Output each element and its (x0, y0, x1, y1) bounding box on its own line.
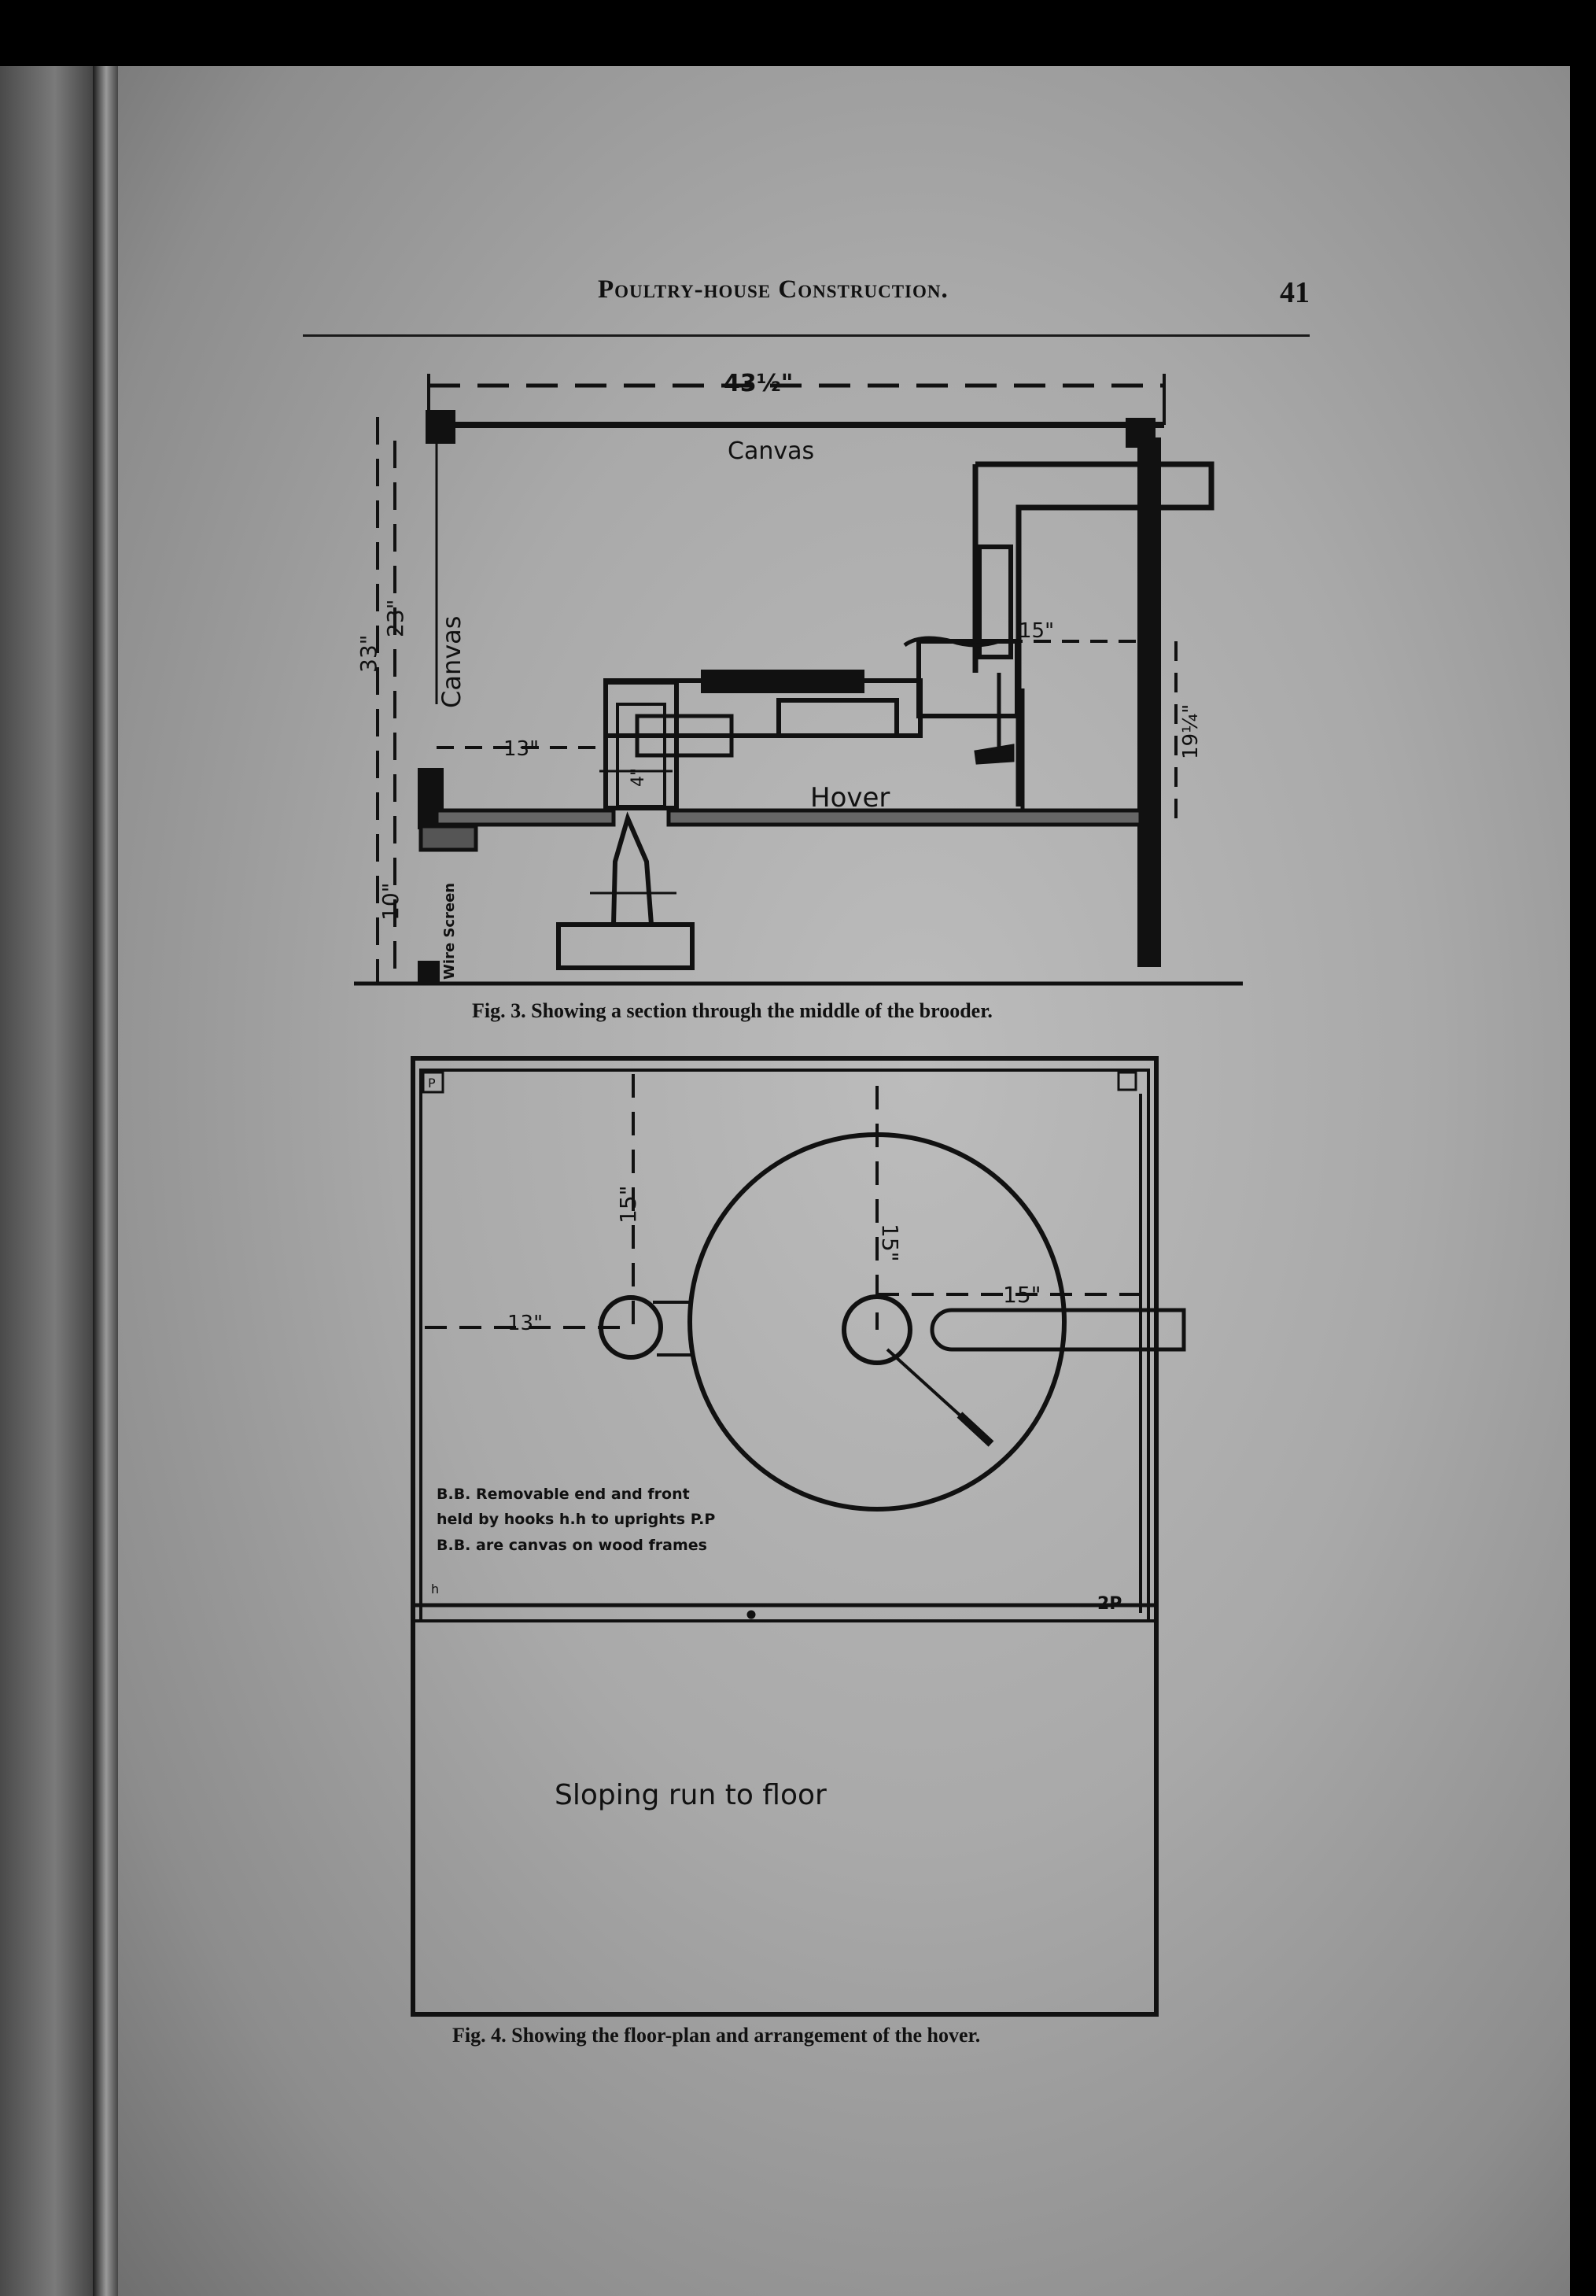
book-gutter (93, 66, 120, 2296)
canvas-side-label: Canvas (437, 616, 466, 708)
corner-label-h: h (431, 1582, 439, 1596)
dim-left-vertical: 15" (615, 1185, 641, 1224)
note-line-1: B.B. Removable end and front (437, 1486, 690, 1503)
dim-height-total: 33" (356, 634, 381, 673)
book-page (118, 66, 1570, 2296)
dim-height-inner: 23" (382, 599, 408, 637)
sloping-run-label: Sloping run to floor (555, 1779, 827, 1811)
page-header: Poultry-house Construction. 41 (303, 275, 1310, 337)
dim-left: 13" (507, 1312, 543, 1335)
figure-4-floor-plan: 15" 15" 15" 13" B.B. Removable end and f… (411, 1056, 1186, 2017)
running-title: Poultry-house Construction. (598, 275, 949, 304)
dim-right: 15" (1003, 1282, 1041, 1308)
note-line-3: B.B. are canvas on wood frames (437, 1537, 707, 1554)
corner-label-pp: 2P (1097, 1594, 1122, 1614)
note-line-2: held by hooks h.h to uprights P.P (437, 1511, 715, 1528)
figure-3-section-diagram: 43½" Canvas Canvas 33" 23" 10" Wire Scre… (354, 370, 1243, 986)
facing-page-edge (0, 66, 110, 2296)
dim-width-label: 43½" (724, 370, 793, 397)
dim-center-vertical: 15" (877, 1224, 903, 1262)
dim-pipe: 4" (628, 768, 648, 787)
dim-height-lower: 10" (378, 882, 404, 921)
wire-screen-label: Wire Screen (441, 883, 458, 980)
dim-offset-left: 13" (503, 737, 539, 761)
figure-3-caption: Fig. 3. Showing a section through the mi… (472, 999, 993, 1022)
dim-height-right: 19¼" (1179, 704, 1203, 759)
hover-label: Hover (810, 782, 890, 814)
corner-label-p: P (428, 1076, 436, 1091)
canvas-top-label: Canvas (728, 437, 814, 465)
figure-4-caption: Fig. 4. Showing the floor-plan and arran… (452, 2024, 981, 2047)
page-number: 41 (1280, 276, 1310, 309)
dim-width-inner: 15" (1019, 619, 1054, 643)
